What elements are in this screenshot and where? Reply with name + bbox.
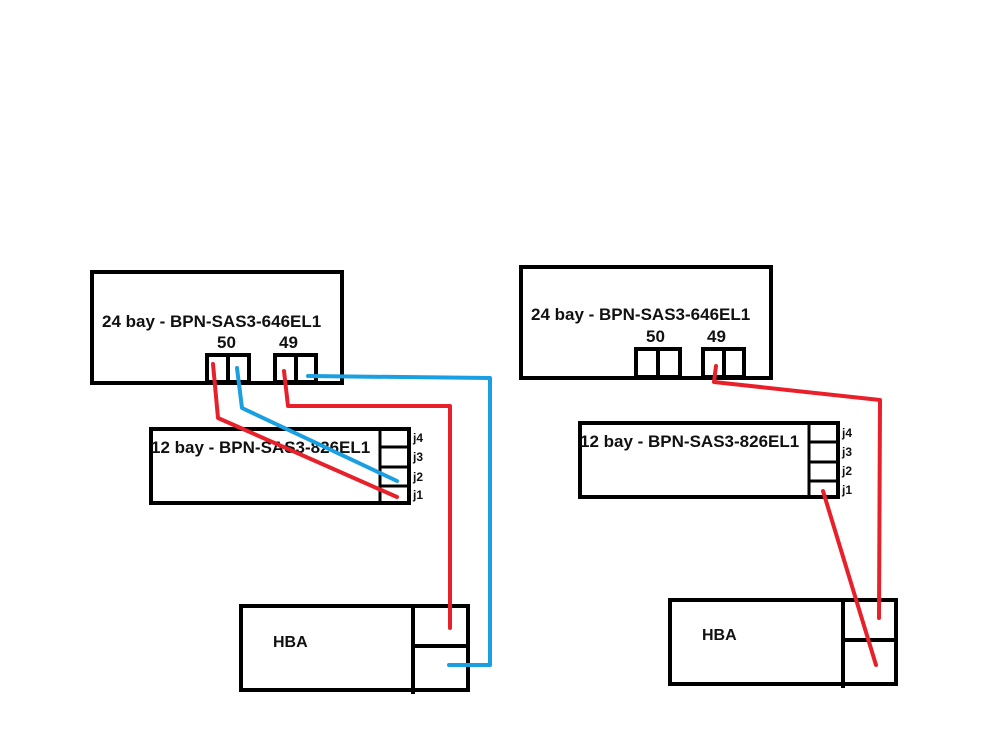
left-hba: HBA	[239, 604, 470, 694]
left-blue-cable-port50-to-j2	[235, 366, 399, 483]
left-port-j2-label: j2	[412, 470, 423, 484]
left-port-j3-label: j3	[412, 450, 423, 464]
left-red-cable-port50-to-j1	[211, 362, 399, 499]
right-backplane-24bay-label: 24 bay - BPN-SAS3-646EL1	[531, 305, 750, 324]
right-red-cable-port49-to-hba	[712, 364, 882, 620]
right-12bay-port-column	[807, 421, 840, 499]
right-port-49-label: 49	[707, 327, 726, 346]
left-backplane-24bay-label: 24 bay - BPN-SAS3-646EL1	[102, 312, 321, 331]
right-port-50-label: 50	[646, 327, 665, 346]
right-hba: HBA	[668, 598, 898, 688]
right-backplane-24bay: 24 bay - BPN-SAS3-646EL1 50 49	[519, 265, 773, 380]
right-backplane-12bay-label: 12 bay - BPN-SAS3-826EL1	[580, 432, 799, 451]
left-configuration: 24 bay - BPN-SAS3-646EL1 50 49 12 bay - …	[90, 270, 492, 694]
left-port-49-label: 49	[279, 333, 298, 352]
left-blue-cable-port49-to-hba	[306, 374, 492, 667]
right-port-j4-label: j4	[841, 426, 852, 440]
left-backplane-24bay: 24 bay - BPN-SAS3-646EL1 50 49	[90, 270, 344, 385]
left-red-cable-port49-to-hba	[282, 369, 452, 630]
right-red-cable-j1-to-hba	[821, 489, 878, 667]
right-port-j1-label: j1	[841, 483, 852, 497]
right-hba-label: HBA	[702, 627, 737, 644]
left-port-50-label: 50	[217, 333, 236, 352]
left-hba-label: HBA	[273, 634, 308, 651]
right-port-j3-label: j3	[841, 445, 852, 459]
right-backplane-12bay: 12 bay - BPN-SAS3-826EL1 j4 j3 j2 j1	[578, 421, 852, 499]
right-configuration: 24 bay - BPN-SAS3-646EL1 50 49 12 bay - …	[519, 265, 898, 688]
left-port-j4-label: j4	[412, 431, 423, 445]
left-port-j1-label: j1	[412, 488, 423, 502]
right-port-j2-label: j2	[841, 464, 852, 478]
